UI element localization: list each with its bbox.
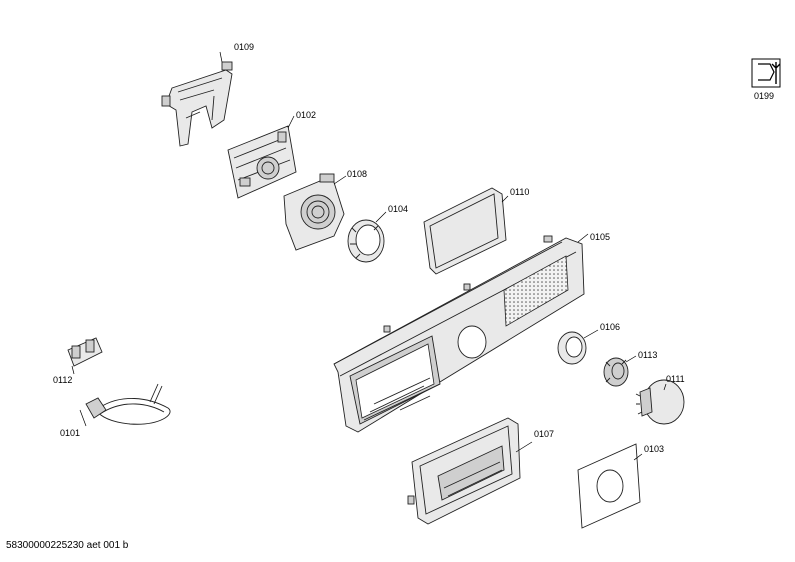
part-0113-knob-insert [603,357,629,387]
callout-0111: 0111 [666,374,685,384]
callout-0101: 0101 [60,428,80,438]
callout-0109: 0109 [234,42,254,52]
callout-0199: 0199 [754,91,774,101]
leader-0107 [515,441,533,453]
callout-0107: 0107 [534,429,554,439]
callout-0104: 0104 [388,204,408,214]
part-0110-display-window [423,187,507,275]
wrench-icon [751,58,781,88]
part-0108-selector-housing [283,173,345,251]
part-0104-ring [347,219,385,263]
document-number: 58300000225230 aet 001 b [6,540,129,551]
part-0102-control-board [227,125,297,199]
leader-0106 [583,329,599,339]
callout-0113: 0113 [638,350,657,360]
callout-0105: 0105 [590,232,610,242]
part-0105-control-panel [333,235,585,433]
leader-0111 [663,383,667,391]
callout-0103: 0103 [644,444,664,454]
leader-0102 [287,115,295,129]
leader-0109 [219,51,223,63]
part-0103-label-plate [577,443,641,529]
leader-0112 [71,365,75,375]
leader-0108 [333,175,347,185]
part-0106-knob-ring [557,331,587,365]
part-0112-connector [67,337,103,367]
leader-0103 [633,453,643,461]
leader-0110 [501,195,509,203]
callout-0110: 0110 [510,187,529,197]
callout-0102: 0102 [296,110,316,120]
callout-0112: 0112 [53,375,72,385]
part-0111-knob [635,379,685,425]
leader-0101 [79,409,87,427]
callout-0108: 0108 [347,169,367,179]
part-0101-cable [85,383,171,425]
leader-0113 [625,355,637,363]
leader-0104 [375,211,387,223]
leader-0105 [577,233,589,243]
part-0109-bracket [161,61,233,147]
callout-0106: 0106 [600,322,620,332]
part-0107-drawer-handle [407,417,521,525]
